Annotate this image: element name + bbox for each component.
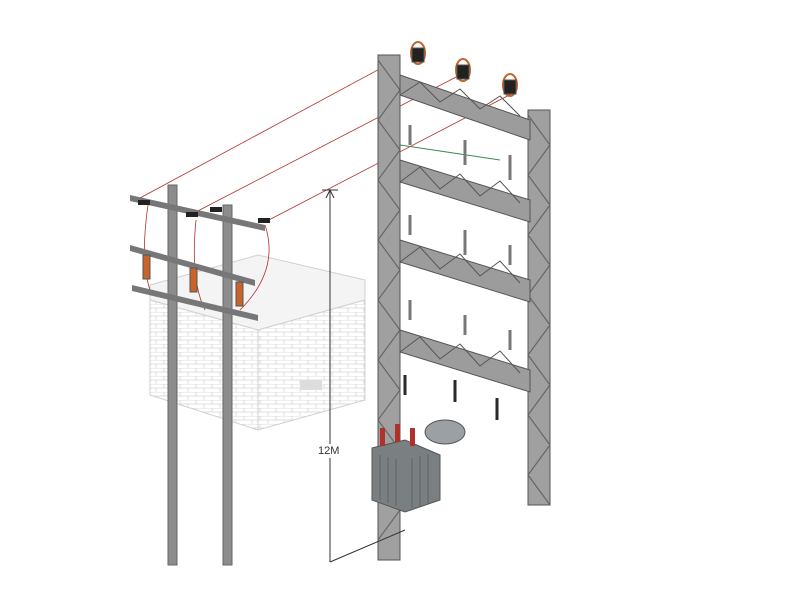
top-insulators	[410, 41, 518, 97]
crossarm-middle	[130, 245, 255, 286]
transformer	[371, 419, 466, 513]
pole-left	[167, 184, 178, 566]
conservator-tank	[424, 419, 466, 445]
building-vent	[300, 380, 322, 390]
pole-right	[222, 204, 233, 566]
height-dimension-label: 12M	[318, 444, 340, 458]
disconnect-switches	[408, 125, 512, 350]
lattice-tower	[377, 41, 551, 561]
pole-insulators	[138, 200, 270, 223]
tower-insulators	[403, 375, 499, 420]
tower-right-column	[527, 109, 551, 506]
utility-poles	[130, 184, 270, 566]
height-dimension	[322, 188, 406, 563]
brick-building	[149, 254, 366, 431]
tower-trusses	[399, 74, 531, 393]
crossarm-bottom	[132, 285, 258, 321]
fuse-cutouts	[142, 254, 244, 307]
ground-wire	[399, 144, 501, 161]
